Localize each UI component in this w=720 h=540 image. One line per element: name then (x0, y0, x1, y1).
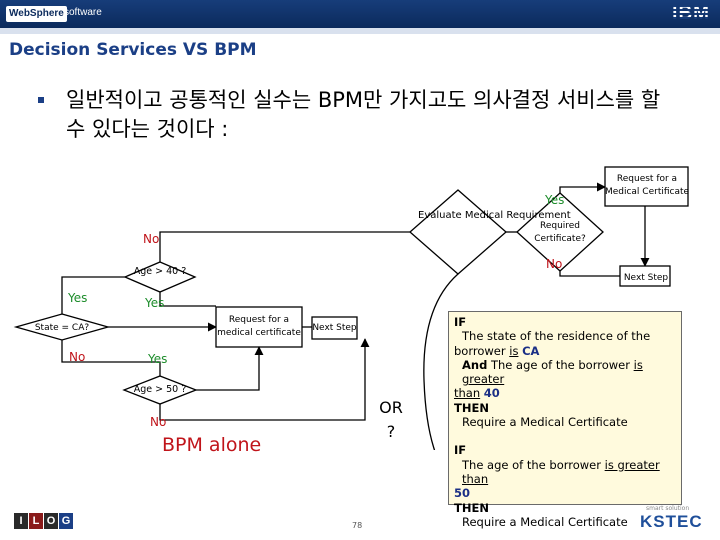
kstec-tagline: smart solution (646, 505, 690, 512)
evaluate-diamond (409, 189, 507, 275)
rule2-line1: The age of the borrower is greater than (462, 457, 660, 486)
rule1-line4: than 40 (454, 386, 500, 401)
rule2-line2: 50 (454, 486, 471, 501)
rule2-then: THEN (454, 500, 489, 515)
kstec-logo: KSTEC (640, 512, 703, 531)
evaluate-label: Evaluate Medical Requirement (418, 210, 571, 221)
header-divider (0, 28, 720, 34)
rule2-if: IF (454, 443, 467, 458)
rule1-then: THEN (454, 400, 489, 415)
no-age50-label: No (150, 415, 167, 429)
ilog-letter: L (29, 513, 43, 529)
ibm-logo: IBM (672, 3, 710, 24)
rule1-line3: And The age of the borrower is greater (462, 357, 643, 387)
ilog-logo: I L O G (14, 513, 73, 529)
page-number: 78 (352, 521, 363, 530)
websphere-software-label: software (64, 7, 102, 18)
ilog-letter: O (44, 513, 58, 529)
next-step-mid-label: Next Step (312, 323, 357, 333)
yes-top-label: Yes (545, 193, 565, 207)
required-cert-label: Required Certificate? (534, 221, 586, 244)
next-step-right-label: Next Step (623, 273, 669, 283)
request-top-label: Request for a Medical Certificate (604, 174, 690, 197)
rule1-action: Require a Medical Certificate (462, 415, 628, 430)
rule1-line2: borrower is CA (454, 343, 540, 358)
rule2-action: Require a Medical Certificate (462, 514, 628, 529)
yes-age40-label: Yes (145, 296, 165, 310)
ilog-letter: I (14, 513, 28, 529)
state-ca-label: State = CA? (34, 323, 90, 333)
no-state-label: No (69, 350, 86, 364)
yes-state-label: Yes (68, 291, 88, 305)
rule1-line1: The state of the residence of the (462, 329, 651, 344)
no-evaluate-label: No (143, 232, 160, 246)
age50-label: Age > 50 ? (133, 384, 187, 395)
request-top-box (604, 166, 689, 207)
slide-title: Decision Services VS BPM (9, 40, 257, 60)
next-step-right-box (619, 265, 671, 287)
websphere-logo: WebSphere (6, 6, 67, 22)
rules-box: IF The state of the residence of the bor… (448, 311, 682, 529)
or-text: OR (379, 398, 403, 417)
request-mid-label: Request for a medical certificate (217, 315, 301, 338)
flowchart (13, 166, 689, 450)
no-required-label: No (546, 257, 563, 271)
age40-label: Age > 40 ? (133, 266, 187, 277)
next-step-mid-box (311, 316, 358, 340)
or-label: OR ? (376, 396, 406, 444)
ilog-letter: G (59, 513, 73, 529)
top-banner: WebSphere software IBM (0, 0, 720, 28)
rule1-if: IF (454, 315, 467, 329)
bpm-alone-label: BPM alone (162, 434, 262, 456)
bullet-text: 일반적이고 공통적인 실수는 BPM만 가지고도 의사결정 서비스를 할 수 있… (66, 88, 661, 141)
yes-age50-label: Yes (148, 352, 168, 366)
bullet-icon (38, 97, 44, 103)
question-text: ? (386, 422, 396, 441)
